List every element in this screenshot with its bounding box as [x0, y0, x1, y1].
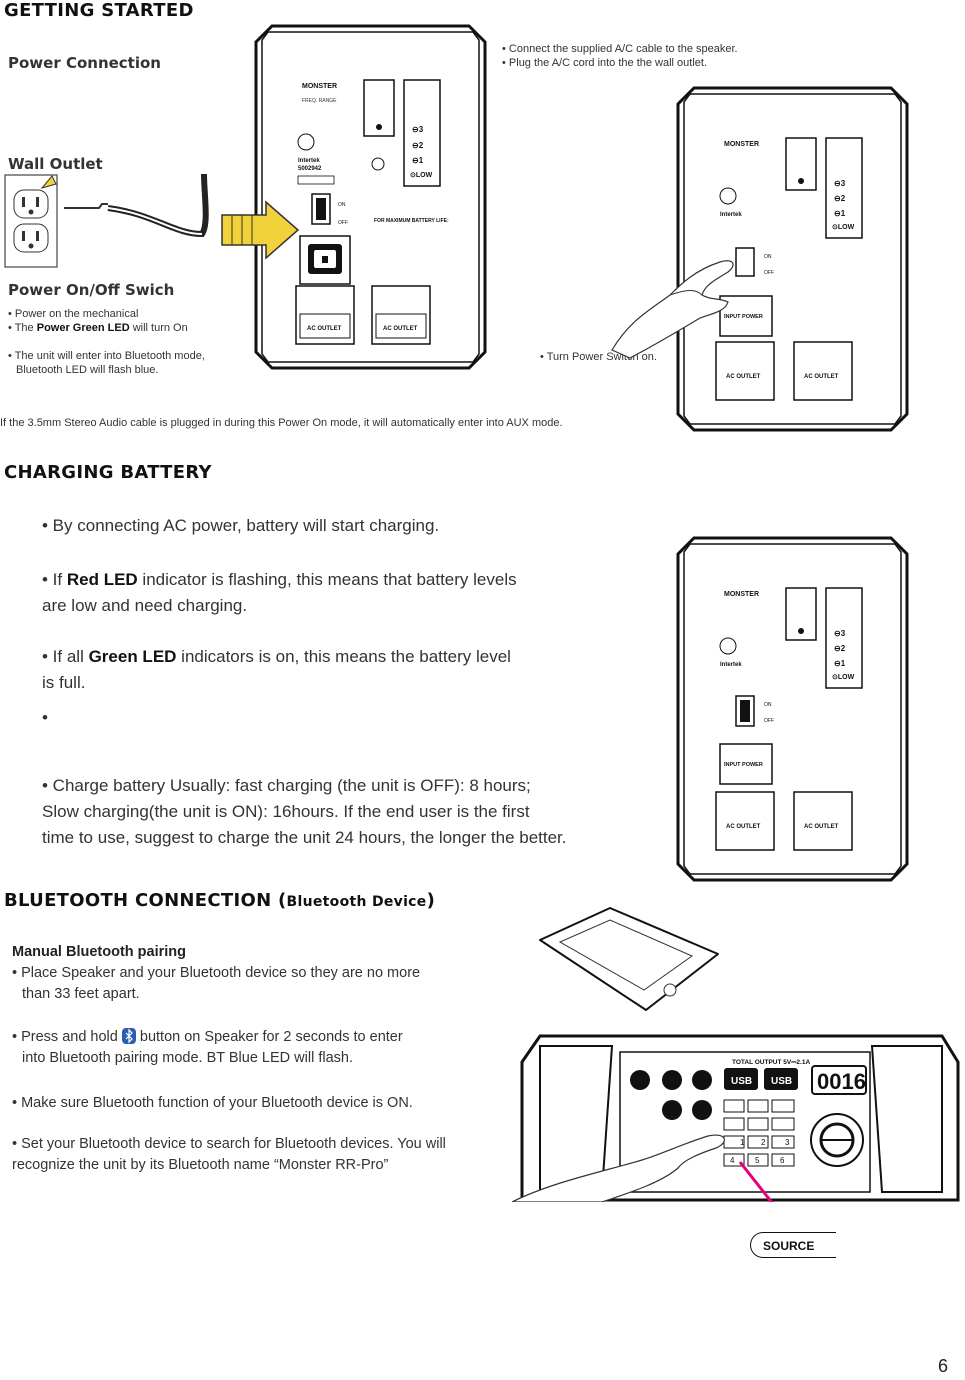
switch-line-2: • The Power Green LED will turn On	[8, 322, 188, 334]
svg-text:⊙LOW: ⊙LOW	[410, 172, 433, 179]
speaker-back-panel-switch: MONSTER ⊖3 ⊖2 ⊖1 ⊙LOW Intertek ON OFF IN…	[676, 86, 909, 432]
pairing-step-3: • Make sure Bluetooth function of your B…	[12, 1095, 413, 1111]
control-panel-illustration: TOTAL OUTPUT 5V⎓2.1A USB USB 0016 1 2 3 4 5…	[512, 1034, 960, 1202]
wall-outlet-heading: Wall Outlet	[8, 155, 103, 173]
power-connection-heading: Power Connection	[8, 54, 161, 72]
svg-text:⊖3: ⊖3	[834, 179, 846, 188]
svg-text:⊖2: ⊖2	[834, 644, 846, 653]
svg-text:⊖2: ⊖2	[412, 141, 424, 150]
svg-text:INPUT POWER: INPUT POWER	[724, 762, 763, 768]
bt-mode-line-1: • The unit will enter into Bluetooth mod…	[8, 350, 205, 362]
page-number: 6	[938, 1356, 949, 1376]
brand-label: MONSTER	[302, 83, 337, 90]
green-led-line-2: is full.	[42, 673, 86, 692]
svg-text:AC OUTLET: AC OUTLET	[804, 824, 839, 830]
svg-text:2: 2	[761, 1138, 766, 1147]
aux-note: If the 3.5mm Stereo Audio cable is plugg…	[0, 417, 563, 429]
svg-text:⊖1: ⊖1	[412, 156, 424, 165]
svg-text:USB: USB	[771, 1076, 792, 1087]
source-callout: SOURCE	[750, 1232, 836, 1258]
svg-text:4: 4	[730, 1156, 735, 1165]
svg-text:1: 1	[740, 1138, 745, 1147]
svg-text:⊖3: ⊖3	[412, 125, 424, 134]
pairing-step-2a: • Press and hold button on Speaker for 2…	[12, 1028, 403, 1045]
svg-text:ON: ON	[764, 254, 772, 260]
svg-text:INPUT POWER: INPUT POWER	[724, 314, 763, 320]
charging-line-1: • By connecting AC power, battery will s…	[42, 516, 440, 535]
svg-text:Intertek: Intertek	[720, 662, 742, 668]
charge-time-1: • Charge battery Usually: fast charging …	[42, 776, 531, 795]
svg-text:AC OUTLET: AC OUTLET	[726, 374, 761, 380]
hand-icon	[611, 260, 734, 359]
total-output-label: TOTAL OUTPUT 5V⎓2.1A	[732, 1059, 810, 1066]
svg-text:AC OUTLET: AC OUTLET	[307, 326, 342, 332]
wall-outlet-illustration	[4, 174, 209, 268]
svg-text:MONSTER: MONSTER	[724, 141, 759, 148]
pairing-step-4b: recognize the unit by its Bluetooth name…	[12, 1157, 389, 1173]
svg-text:USB: USB	[731, 1076, 752, 1087]
svg-text:⊙LOW: ⊙LOW	[832, 224, 855, 231]
svg-text:MONSTER: MONSTER	[724, 591, 759, 598]
svg-text:OFF: OFF	[764, 270, 774, 276]
charge-time-2: Slow charging(the unit is ON): 16hours. …	[42, 802, 530, 821]
svg-text:AC OUTLET: AC OUTLET	[804, 374, 839, 380]
svg-text:FREQ. RANGE: FREQ. RANGE	[302, 98, 337, 104]
section-title-getting-started: GETTING STARTED	[4, 0, 194, 21]
svg-text:AC OUTLET: AC OUTLET	[726, 824, 761, 830]
svg-text:Intertek: Intertek	[720, 212, 742, 218]
yellow-arrow-icon	[221, 200, 300, 260]
svg-text:ON: ON	[338, 202, 346, 208]
svg-text:0016: 0016	[817, 1069, 866, 1094]
svg-text:5002942: 5002942	[298, 166, 322, 172]
svg-text:⊙LOW: ⊙LOW	[832, 674, 855, 681]
svg-text:FOR MAXIMUM BATTERY LIFE:: FOR MAXIMUM BATTERY LIFE:	[374, 218, 449, 224]
phone-icon	[539, 907, 719, 1011]
svg-text:⊖2: ⊖2	[834, 194, 846, 203]
svg-text:Intertek: Intertek	[298, 158, 320, 164]
svg-text:⊖1: ⊖1	[834, 659, 846, 668]
pairing-heading: Manual Bluetooth pairing	[12, 944, 186, 960]
svg-text:3: 3	[785, 1138, 790, 1147]
bluetooth-icon	[121, 1028, 136, 1044]
green-led-line-1: • If all Green LED indicators is on, thi…	[42, 647, 511, 666]
empty-bullet: •	[42, 708, 48, 727]
power-switch-heading: Power On/Off Swich	[8, 281, 175, 299]
section-title-bluetooth: BLUETOOTH CONNECTION (Bluetooth Device)	[4, 890, 436, 911]
switch-line-1: • Power on the mechanical	[8, 308, 139, 320]
connect-note-2: • Plug the A/C cord into the the wall ou…	[502, 57, 708, 69]
speaker-back-panel: MONSTER FREQ. RANGE ⊖3 ⊖2 ⊖1 ⊙LOW Intert…	[254, 24, 487, 370]
speaker-back-panel-charging: MONSTER ⊖3 ⊖2 ⊖1 ⊙LOW Intertek ON OFF IN…	[676, 536, 909, 882]
pairing-step-2b: into Bluetooth pairing mode. BT Blue LED…	[22, 1050, 353, 1066]
svg-text:⊖3: ⊖3	[834, 629, 846, 638]
svg-text:AC OUTLET: AC OUTLET	[383, 326, 418, 332]
svg-text:ON: ON	[764, 702, 772, 708]
connect-note-1: • Connect the supplied A/C cable to the …	[502, 43, 738, 55]
pairing-step-4a: • Set your Bluetooth device to search fo…	[12, 1136, 446, 1152]
red-led-line-1: • If Red LED indicator is flashing, this…	[42, 570, 517, 589]
bt-mode-line-2: Bluetooth LED will flash blue.	[16, 364, 159, 376]
svg-text:OFF: OFF	[764, 718, 774, 724]
pairing-step-1a: • Place Speaker and your Bluetooth devic…	[12, 965, 421, 981]
svg-text:6: 6	[780, 1156, 785, 1165]
section-title-charging: CHARGING BATTERY	[4, 462, 212, 483]
red-led-line-2: are low and need charging.	[42, 596, 248, 615]
charge-time-3: time to use, suggest to charge the unit …	[42, 828, 567, 847]
pairing-step-1b: than 33 feet apart.	[22, 986, 140, 1002]
svg-text:⊖1: ⊖1	[834, 209, 846, 218]
svg-text:5: 5	[755, 1156, 760, 1165]
svg-text:OFF: OFF	[338, 220, 348, 226]
